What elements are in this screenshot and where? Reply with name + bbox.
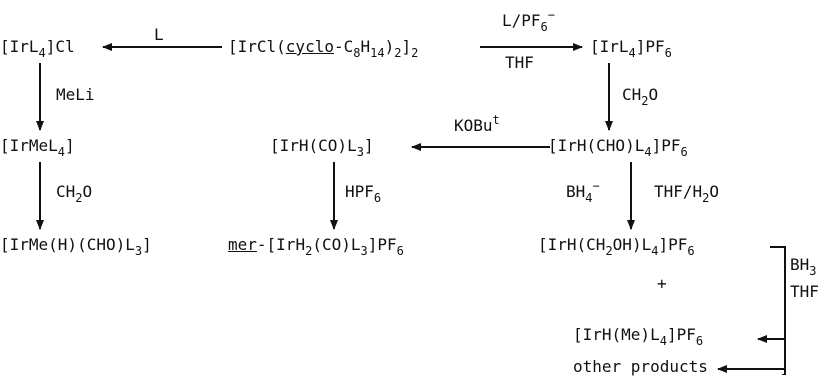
reagent-bh3: BH3 [790, 255, 817, 278]
compound-irhcol3: [IrH(CO)L3] [270, 136, 374, 159]
reagent-thf-bh3: THF [790, 282, 819, 301]
plus-sign: + [657, 274, 667, 293]
compound-irl4cl: [IrL4]Cl [0, 37, 75, 60]
reagent-ch2o-left: CH2O [56, 182, 93, 205]
compound-irhch2oh: [IrH(CH2OH)L4]PF6 [538, 235, 695, 258]
reagent-bh4: BH4− [566, 179, 600, 205]
compound-irhcho: [IrH(CHO)L4]PF6 [548, 136, 688, 159]
reagent-l: L [154, 25, 164, 44]
reagent-thf: THF [505, 53, 534, 72]
reagent-l-pf6: L/PF6− [502, 8, 555, 34]
reagent-meli: MeLi [56, 85, 95, 104]
reagent-thf-h2o: THF/H2O [654, 182, 720, 205]
compound-irmehcho: [IrMe(H)(CHO)L3] [0, 235, 152, 258]
bracket-bh3-thf [770, 246, 786, 375]
compound-start: [IrCl(cyclo-C8H14)2]2 [228, 37, 419, 60]
compound-irhme: [IrH(Me)L4]PF6 [573, 325, 704, 348]
compound-mer: mer-[IrH2(CO)L3]PF6 [228, 235, 404, 258]
reagent-ch2o-right: CH2O [622, 85, 659, 108]
compound-other-products: other products [573, 357, 708, 376]
compound-irl4pf6: [IrL4]PF6 [590, 37, 672, 60]
reagent-hpf6: HPF6 [345, 182, 382, 205]
reagent-kobut: KOBut [454, 113, 500, 135]
compound-irmel4: [IrMeL4] [0, 136, 75, 159]
